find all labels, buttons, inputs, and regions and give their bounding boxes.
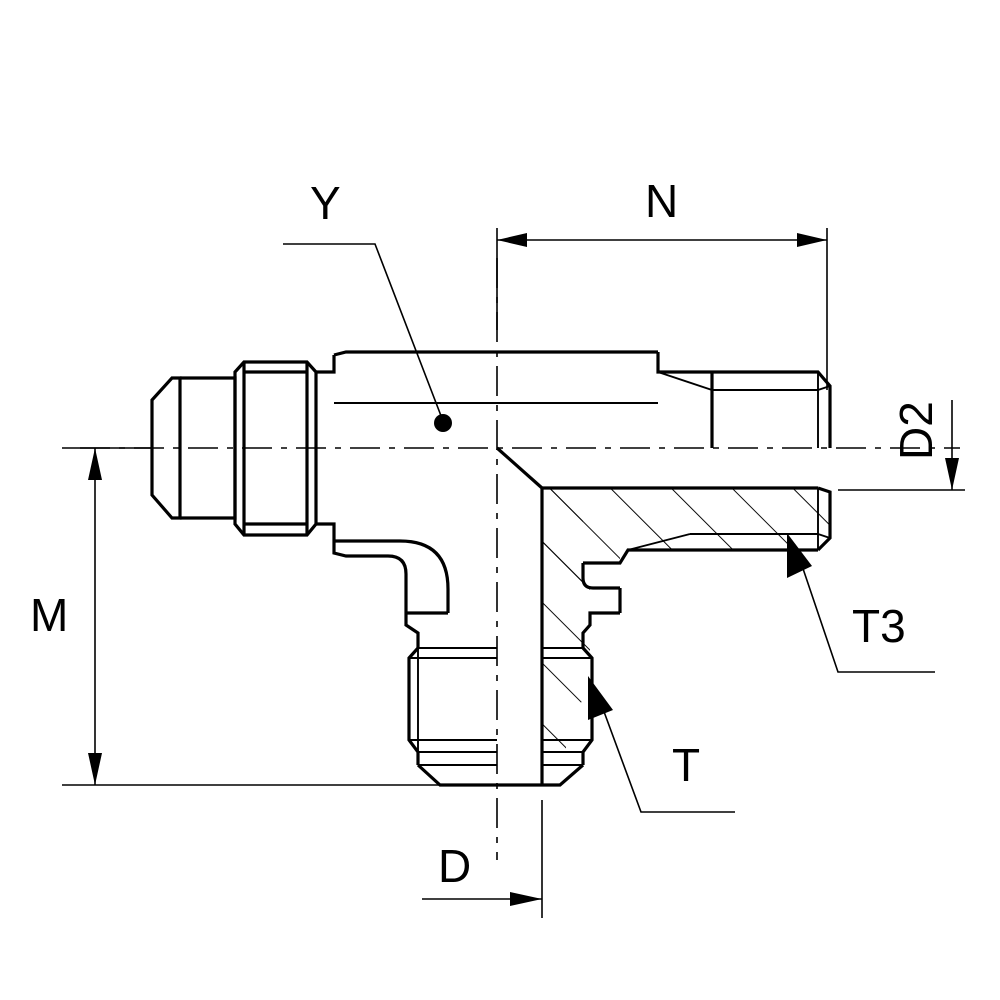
dimension-label-D2: D2 (890, 401, 942, 460)
body-top-edge (333, 350, 658, 357)
right-nose-chamfer-line (817, 385, 831, 391)
dimension-label-T3: T3 (852, 600, 906, 652)
internal-detail-lines (334, 371, 831, 448)
hatch-right-arm (542, 488, 830, 588)
right-nose-taper-line (657, 371, 713, 391)
body-lower-left-fillet (334, 539, 450, 613)
branch-left-cone (416, 763, 497, 787)
dimension-D (422, 800, 543, 918)
M-arrow-bottom (88, 753, 102, 785)
right-arm-end-face (816, 486, 832, 552)
fitting-body-outline (150, 350, 832, 787)
body-lower-left-step (332, 541, 408, 613)
T3-leader-arrow (787, 533, 812, 578)
T3-leader-line (794, 544, 935, 673)
right-arm-inner-chamfer (817, 533, 831, 539)
hatch-branch-stem (542, 488, 590, 785)
dimension-label-T: T (672, 739, 701, 791)
right-arm-inner-step (581, 563, 620, 590)
branch-right-cone (497, 763, 585, 787)
branch-left-hexnut (407, 646, 420, 765)
right-arm-bottom-edge (583, 548, 818, 565)
centerlines (80, 258, 960, 860)
branch-left-neck (404, 613, 420, 648)
T-leader-line (595, 689, 735, 813)
dimension-label-M: M (30, 589, 69, 641)
right-flare-nose (712, 370, 832, 448)
dimension-N (496, 228, 828, 390)
Y-leader-line (283, 243, 444, 422)
leader-T3 (787, 533, 935, 673)
dimension-label-N: N (645, 175, 679, 227)
right-shoulder (656, 352, 712, 374)
section-internal-lines (542, 488, 831, 766)
branch-thread-lines (405, 613, 497, 766)
dimension-D2 (838, 400, 965, 491)
branch-stem-right-wall2 (581, 611, 620, 648)
D-arrow (510, 892, 542, 906)
leader-Y (283, 243, 452, 432)
section-outlines (495, 446, 832, 787)
D2-arrow (945, 458, 959, 490)
M-arrow-top (88, 448, 102, 480)
right-arm-inner-taper (627, 533, 691, 551)
dimension-label-D: D (438, 840, 472, 892)
dimension-label-Y: Y (310, 177, 341, 229)
N-arrow-left (497, 233, 527, 247)
dimension-M (62, 447, 440, 786)
left-neck-top (316, 355, 336, 374)
N-arrow-right (797, 233, 827, 247)
junction-chamfer (495, 446, 544, 490)
leader-T (588, 676, 735, 813)
left-neck-bottom (316, 522, 336, 541)
T-leader-arrow (588, 676, 613, 720)
Y-leader-dot (434, 414, 452, 432)
